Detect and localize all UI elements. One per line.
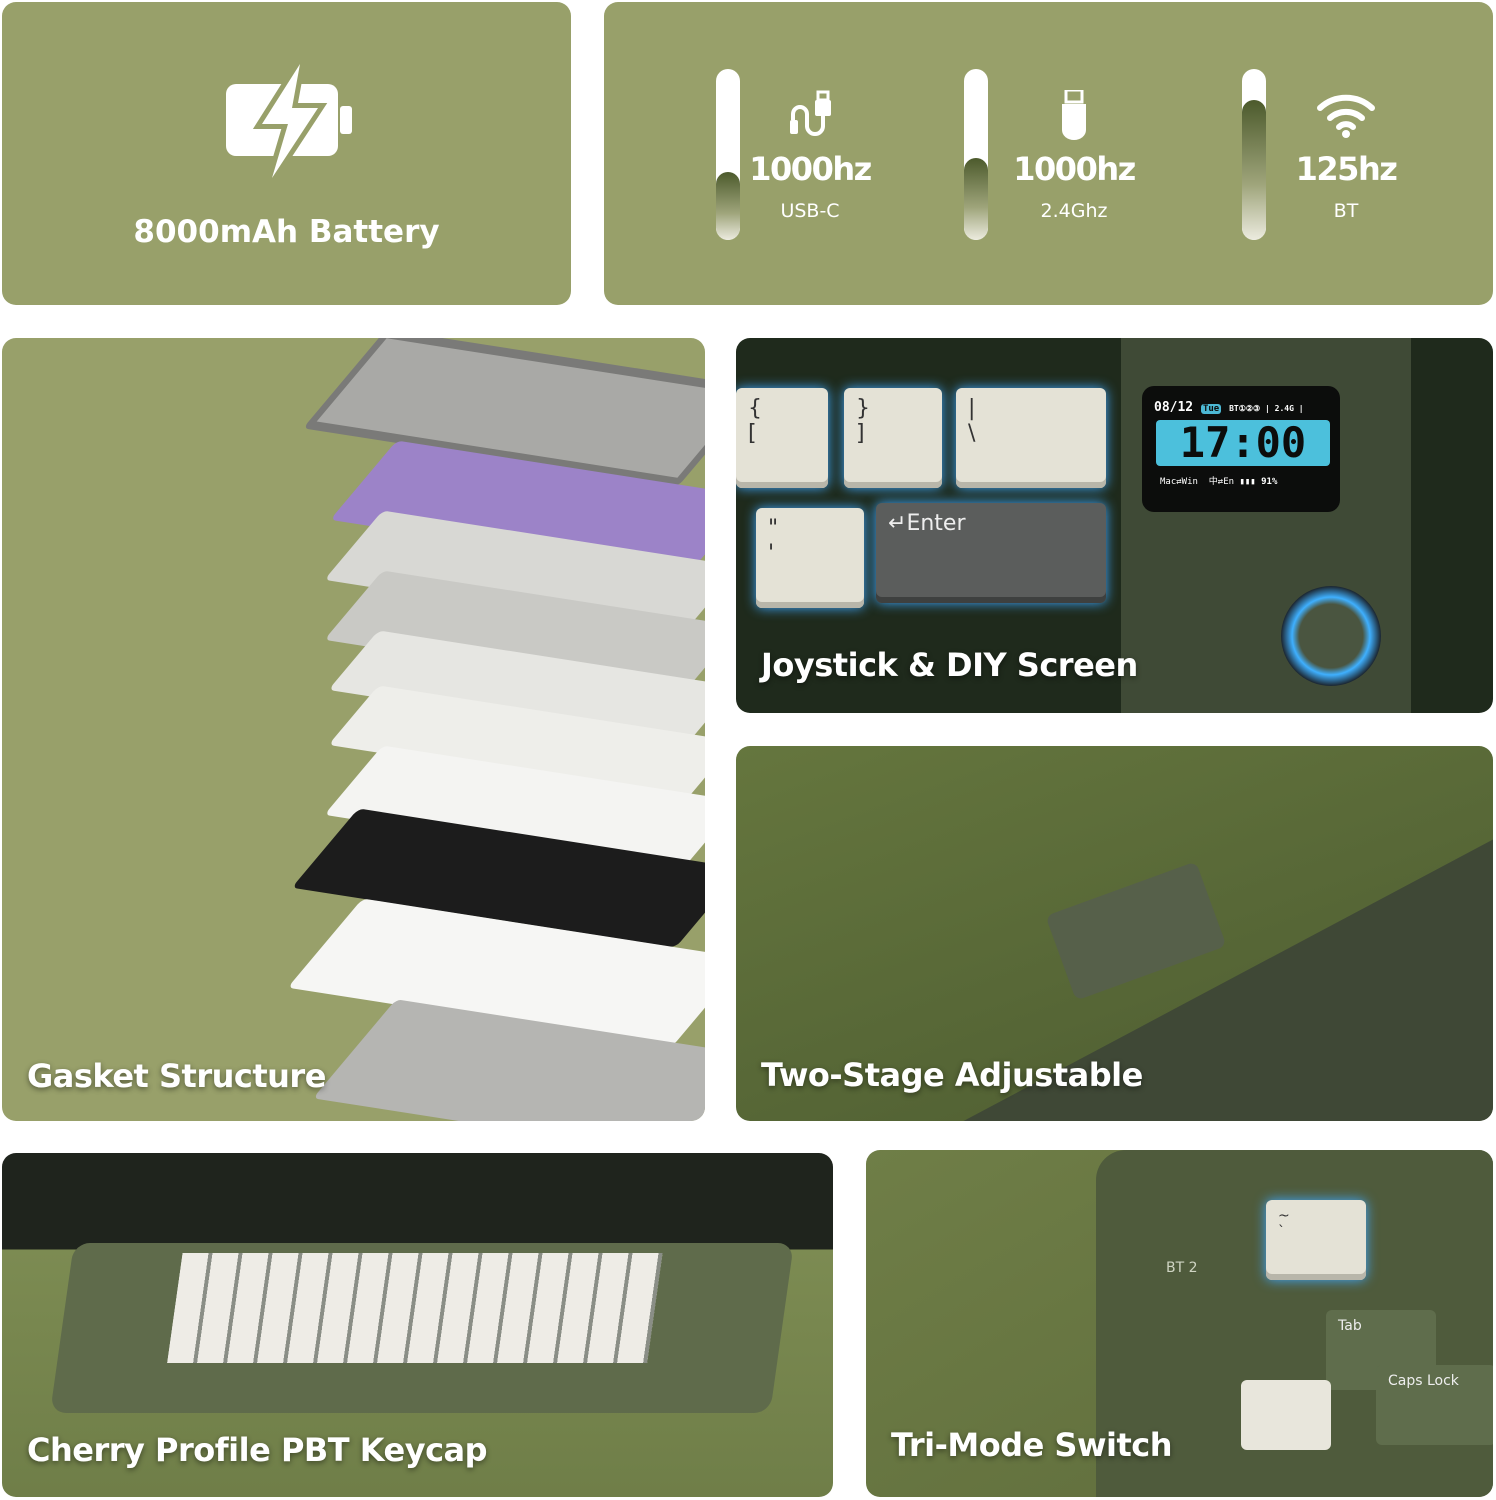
- keyboard-image: [50, 1243, 794, 1413]
- caption-switch: Tri-Mode Switch: [891, 1426, 1173, 1464]
- polling-rates-panel: 1000hz USB-C 1000hz 2.4Ghz 125hz BT: [604, 2, 1493, 305]
- level-bar: [964, 69, 988, 240]
- keycaps-image: [167, 1253, 663, 1363]
- kickstand-image: [1045, 861, 1227, 1001]
- screen-day: Tue: [1200, 404, 1222, 414]
- level-fill: [964, 157, 988, 240]
- screen-battery: 91%: [1261, 477, 1278, 487]
- battery-panel: 8000mAh Battery: [2, 2, 571, 305]
- joystick-screen-panel: {[ }] |\ "' ↵Enter Joystick & DIY Screen: [736, 338, 1493, 713]
- caption-keycap: Cherry Profile PBT Keycap: [27, 1431, 488, 1469]
- keycap: }]: [844, 388, 942, 488]
- bt-label: BT 2: [1166, 1260, 1198, 1276]
- keycap: {[: [736, 388, 828, 488]
- keycap: "': [756, 508, 864, 608]
- rate-mode: BT: [1333, 200, 1359, 222]
- rate-value: 1000hz: [749, 150, 872, 188]
- caps-lock-key: Caps Lock: [1376, 1365, 1493, 1445]
- level-fill: [1242, 99, 1266, 240]
- enter-label: Enter: [906, 511, 966, 536]
- rate-value: 1000hz: [1013, 150, 1136, 188]
- level-fill: [716, 171, 740, 240]
- adjustable-stand-panel: Two-Stage Adjustable: [736, 746, 1493, 1121]
- joystick-knob: [1281, 586, 1381, 686]
- battery-charging-icon: [226, 62, 352, 180]
- battery-title: 8000mAh Battery: [133, 214, 440, 250]
- usb-dongle-icon: [1062, 90, 1086, 140]
- screen-os-toggle: Mac⇄Win: [1160, 477, 1198, 487]
- keycap-panel: Cherry Profile PBT Keycap: [2, 1153, 833, 1497]
- screen-date: 08/12: [1154, 400, 1194, 415]
- rate-mode: 2.4Ghz: [1040, 200, 1108, 222]
- wifi-icon: [1317, 94, 1375, 138]
- keyboard-screen: 08/12 Tue BT①②③ | 2.4G | 17:00 Mac⇄Win 中…: [1142, 386, 1340, 512]
- rate-mode: USB-C: [780, 200, 840, 222]
- caption-screen: Joystick & DIY Screen: [761, 646, 1138, 684]
- keycap: |\: [956, 388, 1106, 488]
- gasket-structure-panel: Gasket Structure: [2, 338, 705, 1121]
- caption-stand: Two-Stage Adjustable: [761, 1056, 1143, 1094]
- level-bar: [716, 69, 740, 240]
- tri-mode-switch-panel: ~` Tab Caps Lock BT 2 Tri-Mode Switch: [866, 1150, 1493, 1497]
- enter-key: ↵Enter: [876, 503, 1106, 603]
- level-bar: [1242, 69, 1266, 240]
- screen-time: 17:00: [1156, 420, 1330, 466]
- usb-receiver-image: [1241, 1380, 1331, 1450]
- screen-lang-toggle: 中⇄En: [1208, 477, 1235, 487]
- usb-c-cable-icon: [790, 90, 831, 136]
- screen-status: BT①②③ | 2.4G |: [1229, 404, 1304, 413]
- rate-value: 125hz: [1295, 150, 1398, 188]
- keycap: ~`: [1266, 1200, 1366, 1280]
- caption-gasket: Gasket Structure: [27, 1057, 326, 1095]
